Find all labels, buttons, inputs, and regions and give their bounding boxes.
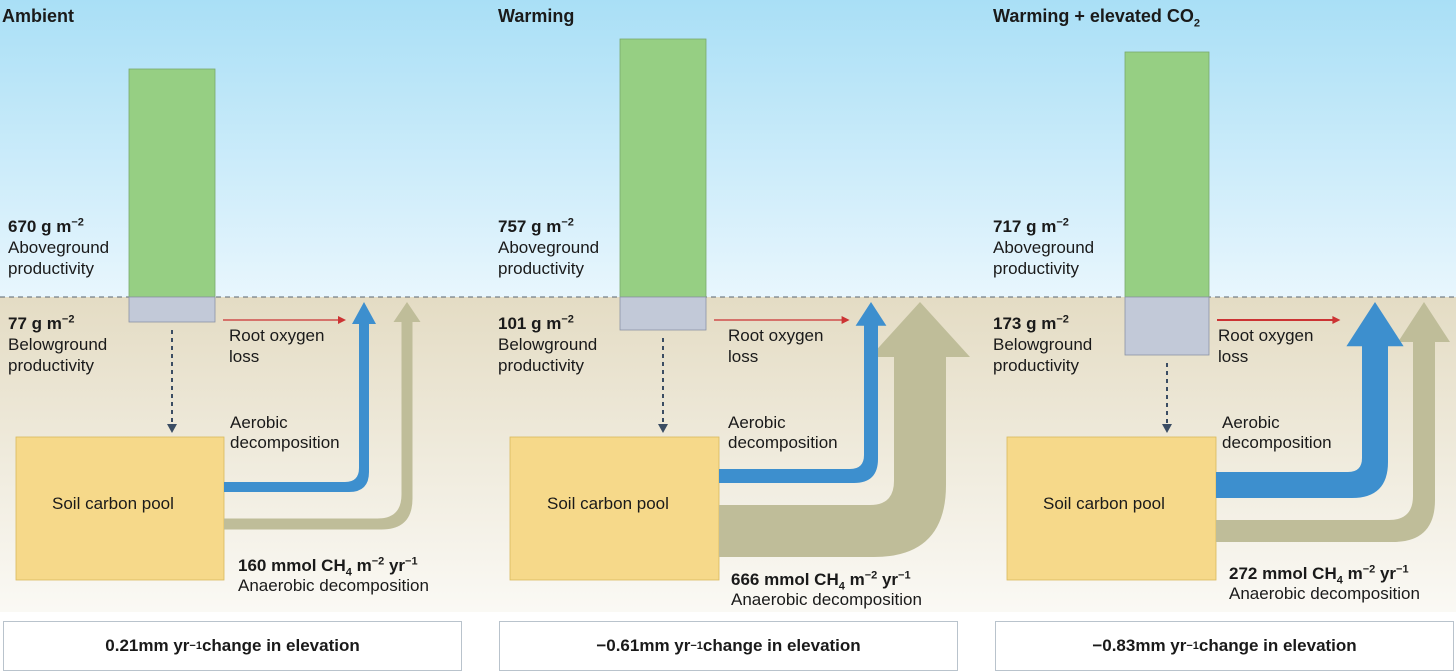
soil-carbon-pool-box	[1006, 436, 1217, 581]
belowground-productivity-bar	[619, 296, 707, 331]
root-oxygen-loss-arrowhead	[338, 316, 346, 324]
methane-flux-value: 272 mmol CH4 m−2 yr−1	[1229, 563, 1409, 587]
anaerobic-decomposition-arrow	[224, 302, 421, 530]
panel-warming-elevated-co2: Warming + elevated CO2 717 g m−2 Abovegr…	[991, 0, 1456, 672]
aboveground-value: 717 g m−2	[993, 216, 1069, 236]
root-oxygen-loss-arrowhead	[1332, 316, 1341, 324]
panel-title: Ambient	[2, 6, 74, 26]
belowground-label: Belowground	[993, 335, 1093, 354]
aerobic-label-2: decomposition	[728, 433, 838, 452]
aboveground-productivity-bar	[128, 68, 216, 298]
aerobic-label: Aerobic	[1222, 413, 1280, 432]
root-oxygen-label: Root oxygen	[229, 326, 325, 345]
belowground-value: 173 g m−2	[993, 313, 1069, 333]
aboveground-label-2: productivity	[993, 259, 1079, 278]
anaerobic-label: Anaerobic decomposition	[731, 590, 922, 609]
aboveground-productivity-bar	[619, 38, 707, 298]
root-to-pool-arrowhead	[658, 424, 668, 433]
panel-warming: Warming 757 g m−2 Aboveground productivi…	[496, 0, 981, 672]
soil-carbon-pool-box	[15, 436, 225, 581]
belowground-label-2: productivity	[8, 356, 94, 375]
aboveground-value: 757 g m−2	[498, 216, 574, 236]
panel-title: Warming	[498, 6, 575, 26]
aboveground-label-2: productivity	[8, 259, 94, 278]
belowground-label-2: productivity	[993, 356, 1079, 375]
aerobic-label-2: decomposition	[1222, 433, 1332, 452]
belowground-label: Belowground	[498, 335, 598, 354]
sky-background	[0, 0, 1456, 297]
aerobic-label-2: decomposition	[230, 433, 340, 452]
aboveground-label: Aboveground	[8, 238, 110, 257]
root-oxygen-label-2: loss	[229, 347, 260, 366]
anaerobic-decomposition-arrow	[1216, 302, 1450, 542]
aboveground-value: 670 g m−2	[8, 216, 84, 236]
aerobic-decomposition-arrow	[1216, 302, 1404, 498]
anaerobic-label: Anaerobic decomposition	[238, 576, 429, 595]
root-oxygen-label: Root oxygen	[1218, 326, 1314, 345]
belowground-label: Belowground	[8, 335, 108, 354]
aboveground-label: Aboveground	[993, 238, 1095, 257]
root-oxygen-label-2: loss	[1218, 347, 1249, 366]
belowground-productivity-bar	[128, 296, 216, 323]
aerobic-decomposition-arrow	[224, 302, 376, 492]
soil-carbon-pool-box	[509, 436, 720, 581]
methane-flux-value: 666 mmol CH4 m−2 yr−1	[731, 569, 911, 593]
anaerobic-label: Anaerobic decomposition	[1229, 584, 1420, 603]
root-oxygen-loss-arrowhead	[841, 316, 850, 324]
soil-carbon-pool-label: Soil carbon pool	[1043, 494, 1165, 513]
anaerobic-decomposition-arrow	[719, 302, 970, 557]
belowground-label-2: productivity	[498, 356, 584, 375]
panel-title: Warming + elevated CO2	[993, 6, 1201, 30]
aboveground-productivity-bar	[1124, 51, 1210, 298]
soil-carbon-pool-label: Soil carbon pool	[547, 494, 669, 513]
root-to-pool-arrowhead	[1162, 424, 1172, 433]
root-oxygen-label: Root oxygen	[728, 326, 824, 345]
aerobic-decomposition-arrow	[719, 302, 887, 483]
aboveground-label: Aboveground	[498, 238, 600, 257]
aboveground-label-2: productivity	[498, 259, 584, 278]
belowground-productivity-bar	[1124, 296, 1210, 356]
belowground-value: 101 g m−2	[498, 313, 574, 333]
aerobic-label: Aerobic	[728, 413, 786, 432]
root-to-pool-arrowhead	[167, 424, 177, 433]
soil-carbon-pool-label: Soil carbon pool	[52, 494, 174, 513]
aerobic-label: Aerobic	[230, 413, 288, 432]
belowground-value: 77 g m−2	[8, 313, 75, 333]
methane-flux-value: 160 mmol CH4 m−2 yr−1	[238, 555, 418, 579]
panel-ambient: Ambient 670 g m−2 Aboveground productivi…	[0, 0, 485, 672]
root-oxygen-label-2: loss	[728, 347, 759, 366]
